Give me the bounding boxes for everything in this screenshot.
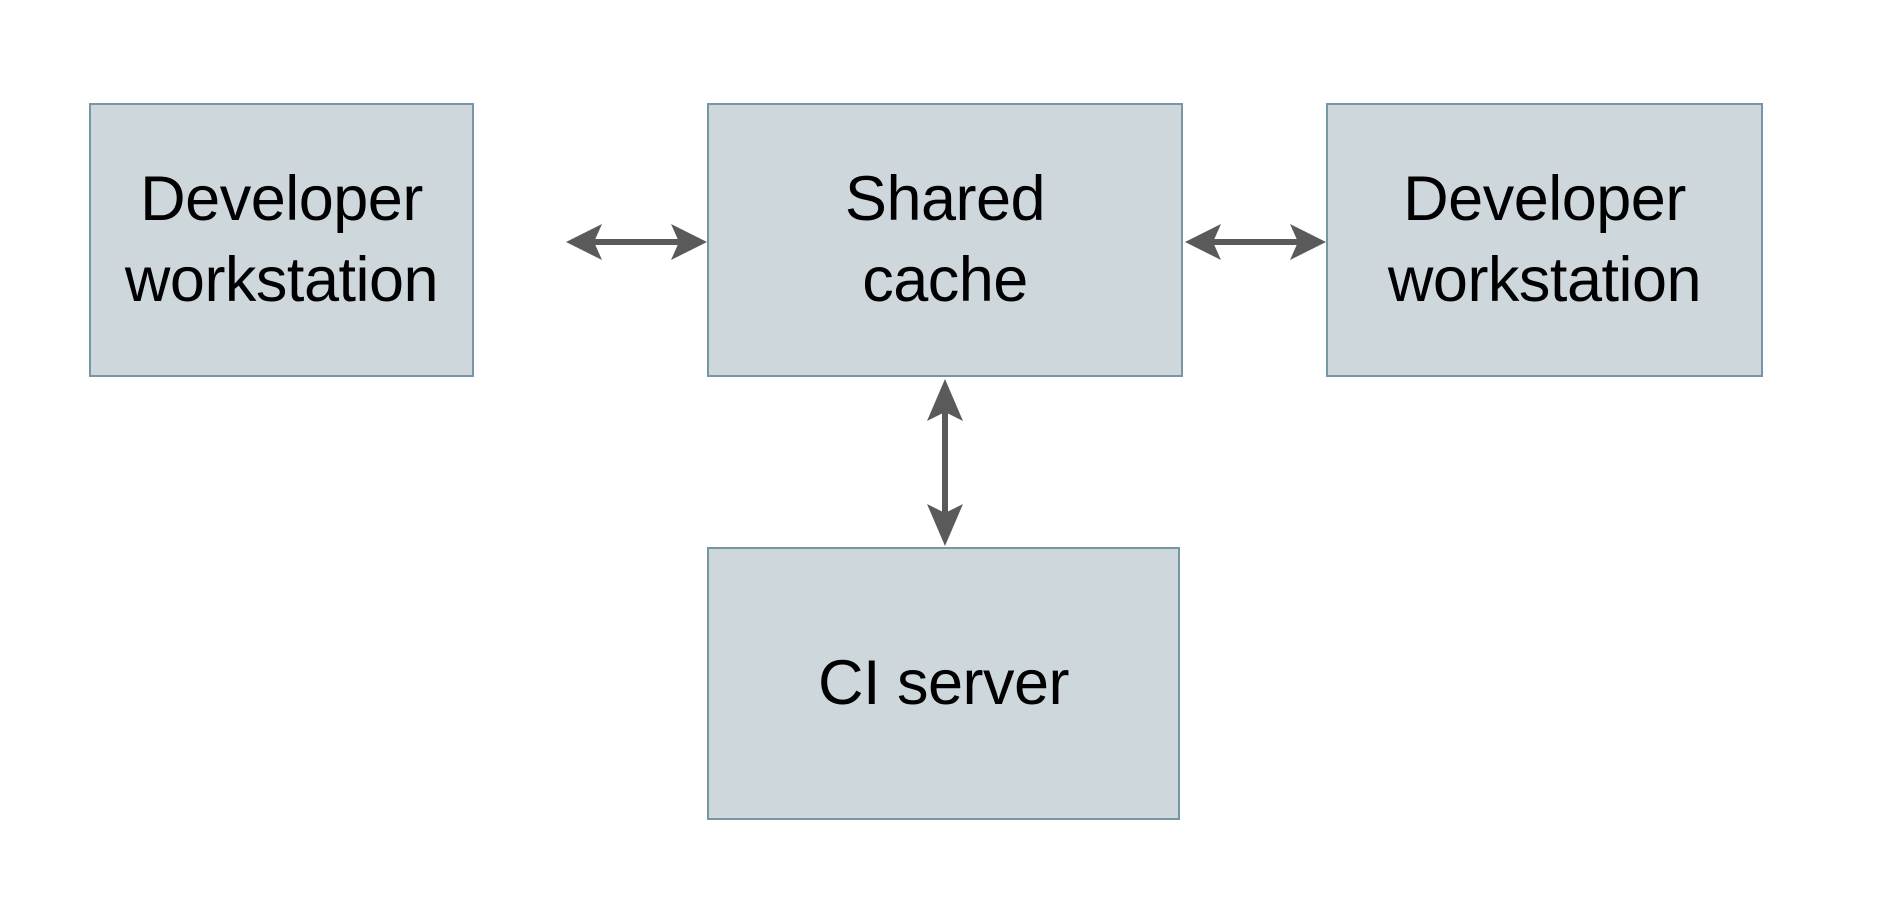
- node-shared-cache[interactable]: Shared cache: [707, 103, 1183, 377]
- node-developer-workstation-right[interactable]: Developer workstation: [1326, 103, 1763, 377]
- node-label: CI server: [817, 648, 1070, 719]
- double-arrow-horizontal-icon: [566, 224, 707, 260]
- node-label: Shared cache: [844, 164, 1046, 315]
- node-developer-workstation-left[interactable]: Developer workstation: [89, 103, 474, 377]
- node-ci-server[interactable]: CI server: [707, 547, 1180, 820]
- connector-ci-server-to-cache: [915, 379, 975, 546]
- connector-left-workstation-to-cache: [566, 212, 707, 272]
- node-label: Developer workstation: [1387, 164, 1702, 315]
- double-arrow-vertical-icon: [927, 379, 963, 546]
- connector-cache-to-right-workstation: [1185, 212, 1326, 272]
- double-arrow-horizontal-icon: [1185, 224, 1326, 260]
- node-label: Developer workstation: [124, 164, 439, 315]
